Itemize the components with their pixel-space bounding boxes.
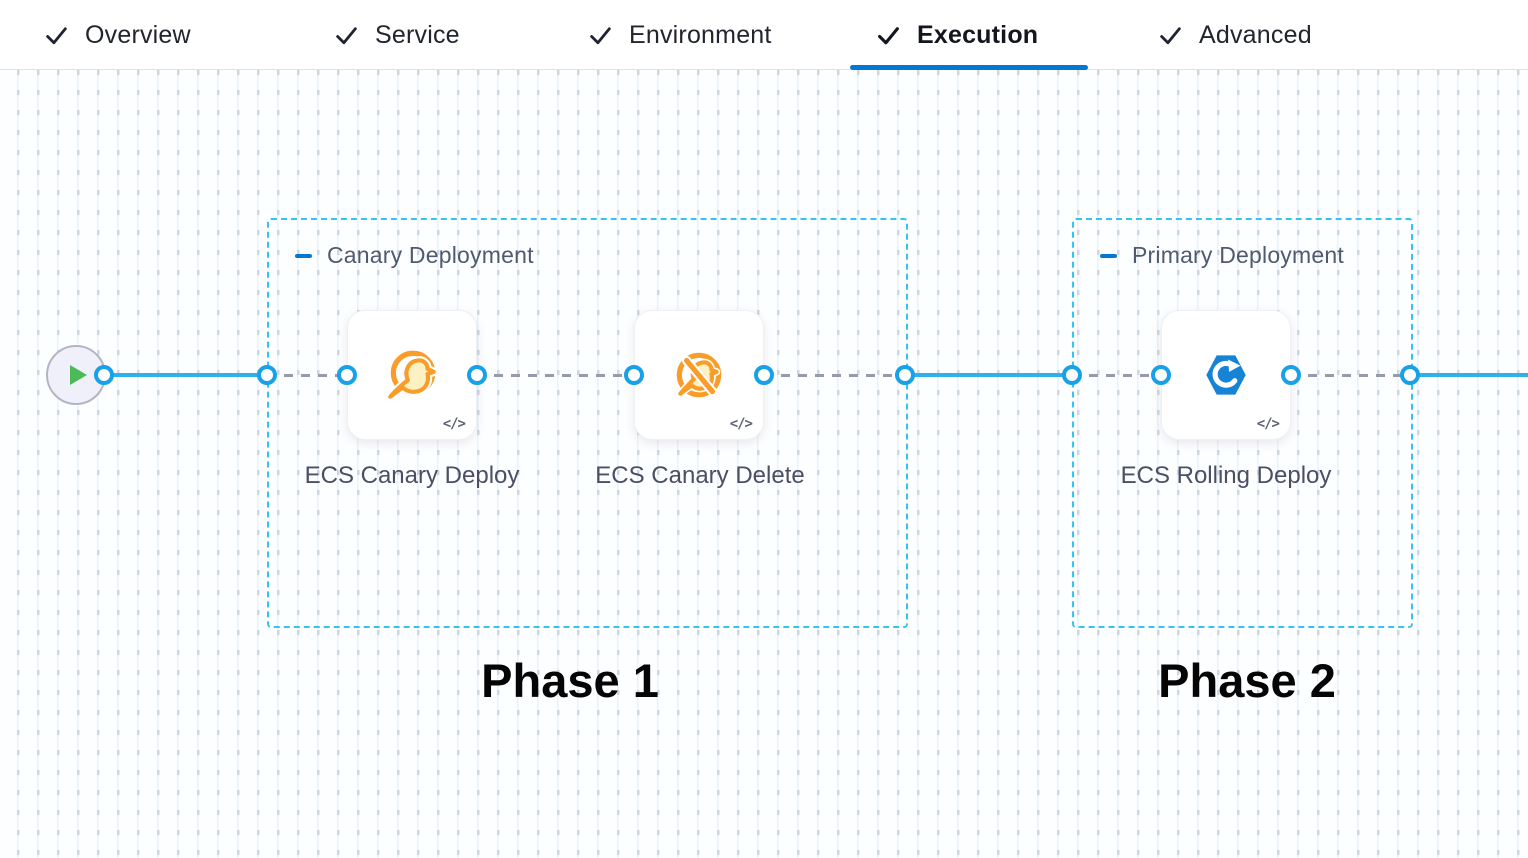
tab-label: Overview bbox=[85, 20, 191, 49]
check-icon bbox=[336, 26, 357, 44]
canary-deploy-icon bbox=[386, 350, 438, 401]
tab-execution[interactable]: Execution bbox=[876, 0, 1038, 70]
port-step2-out[interactable] bbox=[754, 365, 774, 385]
stage-group-canary-deployment[interactable]: Canary Deployment bbox=[267, 218, 908, 628]
tab-overview[interactable]: Overview bbox=[44, 0, 191, 70]
check-icon bbox=[590, 26, 611, 44]
group-collapse-header[interactable]: Canary Deployment bbox=[295, 242, 534, 269]
connector-dashed bbox=[267, 374, 347, 377]
connector-dashed bbox=[477, 374, 634, 377]
tab-label: Advanced bbox=[1199, 20, 1312, 49]
group-label: Primary Deployment bbox=[1132, 242, 1344, 268]
stage-group-primary-deployment[interactable]: Primary Deployment bbox=[1072, 218, 1413, 628]
port-group1-in[interactable] bbox=[257, 365, 277, 385]
canary-delete-icon bbox=[676, 352, 722, 398]
step-card-ecs-canary-deploy[interactable]: </> bbox=[347, 310, 477, 440]
check-icon bbox=[1160, 26, 1181, 44]
connector-dashed bbox=[764, 374, 905, 377]
step-card-ecs-rolling-deploy[interactable]: </> bbox=[1161, 310, 1291, 440]
step-label-ecs-canary-delete: ECS Canary Delete bbox=[595, 462, 805, 489]
phase-1-label: Phase 1 bbox=[481, 654, 659, 707]
stage-config-tabbar: Overview Service Environment Execution A… bbox=[0, 0, 1528, 70]
port-step1-out[interactable] bbox=[467, 365, 487, 385]
tab-label: Service bbox=[375, 20, 460, 49]
check-icon bbox=[878, 26, 899, 44]
ecs-rolling-deploy-icon bbox=[1206, 355, 1246, 395]
step-card-ecs-canary-delete[interactable]: </> bbox=[634, 310, 764, 440]
tab-service[interactable]: Service bbox=[334, 0, 460, 70]
code-badge-icon[interactable]: </> bbox=[442, 416, 466, 432]
active-tab-underline bbox=[850, 65, 1088, 70]
collapse-minus-icon[interactable] bbox=[1100, 253, 1117, 258]
play-icon bbox=[69, 365, 87, 385]
port-step2-in[interactable] bbox=[624, 365, 644, 385]
tab-label: Execution bbox=[917, 20, 1039, 49]
connector-dashed bbox=[1291, 374, 1410, 377]
tab-environment[interactable]: Environment bbox=[588, 0, 772, 70]
port-step3-in[interactable] bbox=[1151, 365, 1171, 385]
port-step3-out[interactable] bbox=[1281, 365, 1301, 385]
port-group2-out[interactable] bbox=[1400, 365, 1420, 385]
port-step1-in[interactable] bbox=[337, 365, 357, 385]
collapse-minus-icon[interactable] bbox=[295, 253, 312, 258]
connector-solid bbox=[905, 373, 1072, 377]
tab-label: Environment bbox=[629, 20, 772, 49]
connector-solid bbox=[104, 373, 267, 377]
port-start-out[interactable] bbox=[94, 365, 114, 385]
port-group1-out[interactable] bbox=[895, 365, 915, 385]
group-label: Canary Deployment bbox=[327, 242, 534, 268]
port-group2-in[interactable] bbox=[1062, 365, 1082, 385]
code-badge-icon[interactable]: </> bbox=[1256, 416, 1280, 432]
check-icon bbox=[46, 26, 67, 44]
step-label-ecs-rolling-deploy: ECS Rolling Deploy bbox=[1120, 462, 1332, 489]
step-label-ecs-canary-deploy: ECS Canary Deploy bbox=[304, 462, 520, 489]
connector-solid bbox=[1410, 373, 1528, 377]
execution-graph-canvas[interactable]: Canary Deployment Primary Deployment </> bbox=[0, 70, 1528, 858]
code-badge-icon[interactable]: </> bbox=[729, 416, 753, 432]
tab-advanced[interactable]: Advanced bbox=[1158, 0, 1312, 70]
group-collapse-header[interactable]: Primary Deployment bbox=[1100, 242, 1344, 269]
connector-dashed bbox=[1072, 374, 1161, 377]
phase-2-label: Phase 2 bbox=[1158, 654, 1336, 707]
